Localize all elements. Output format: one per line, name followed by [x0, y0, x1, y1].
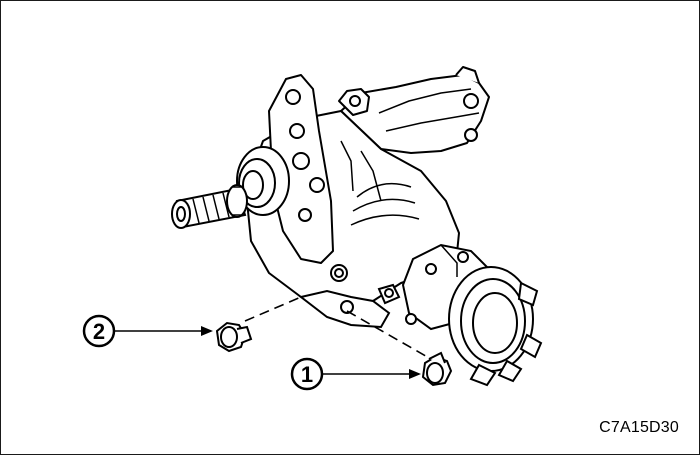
- callout-1: 1: [290, 357, 421, 391]
- drain-plug-2: [215, 321, 253, 353]
- callout-2-label: 2: [93, 319, 105, 344]
- figure-code: C7A15D30: [599, 419, 679, 436]
- install-path-lines: [244, 296, 432, 360]
- input-shaft: [171, 184, 248, 229]
- lower-case-details: [298, 264, 401, 329]
- drain-plug-1: [421, 351, 453, 387]
- callout-1-label: 1: [301, 362, 313, 387]
- output-flange: [401, 243, 543, 387]
- callout-2: 2: [82, 314, 213, 348]
- housing: [236, 66, 490, 312]
